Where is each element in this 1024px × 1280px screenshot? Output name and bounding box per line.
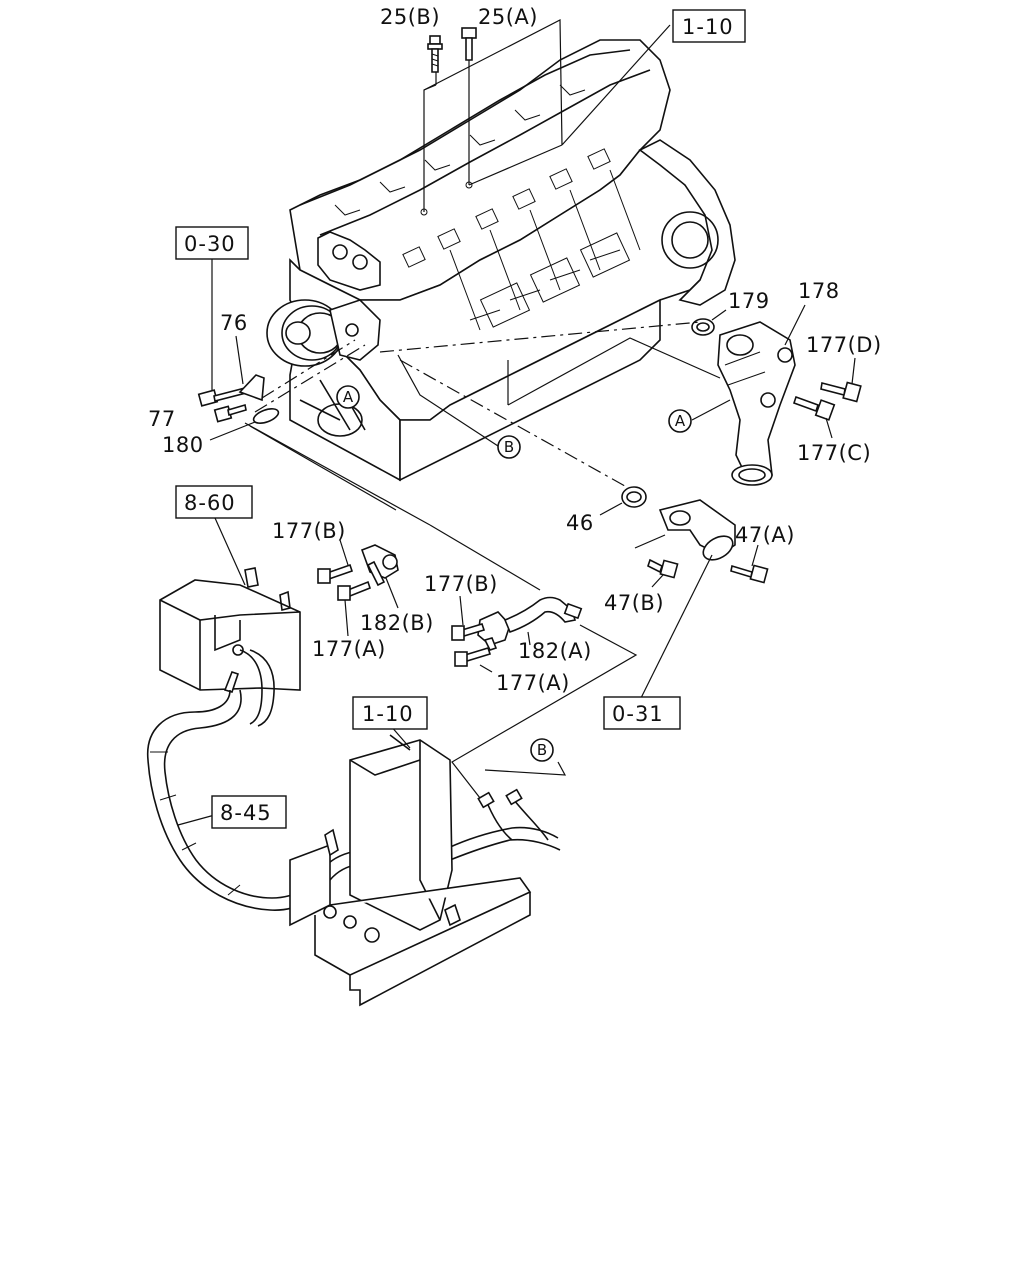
gasket-180 — [252, 408, 280, 424]
bolt-25b — [427, 35, 443, 73]
radiator — [289, 734, 532, 1007]
label-25b: 25(B) — [380, 5, 440, 29]
bolt-177c — [792, 395, 836, 421]
label-180: 180 — [162, 433, 204, 457]
label-47a: 47(A) — [735, 523, 795, 547]
svg-text:A: A — [675, 412, 686, 430]
bracket-76 — [238, 374, 265, 402]
marker-b-engine: B — [497, 435, 521, 459]
bolt-47a — [730, 564, 769, 584]
svg-text:1-10: 1-10 — [362, 702, 414, 726]
label-177b-1: 177(B) — [272, 519, 346, 543]
bolt-177a-1 — [337, 580, 371, 601]
fitting-182b — [360, 544, 399, 587]
svg-text:B: B — [504, 438, 514, 456]
bolt-177b-1 — [317, 563, 354, 584]
ref-8-45[interactable]: 8-45 — [211, 795, 287, 829]
part-labels: 25(B) 25(A) 76 77 180 179 178 177(D) 177… — [148, 5, 882, 695]
o-ring-46 — [621, 486, 647, 508]
svg-text:B: B — [537, 741, 547, 759]
label-182a: 182(A) — [518, 639, 592, 663]
svg-text:0-30: 0-30 — [184, 232, 236, 256]
label-47b: 47(B) — [604, 591, 664, 615]
housing-178 — [717, 321, 796, 486]
label-177a-1: 177(A) — [312, 637, 386, 661]
svg-text:0-31: 0-31 — [612, 702, 664, 726]
label-76: 76 — [220, 311, 248, 335]
reservoir-tank — [159, 567, 301, 693]
bolt-77 — [213, 403, 247, 423]
ref-8-60[interactable]: 8-60 — [175, 485, 253, 519]
bolt-25a — [461, 27, 477, 61]
ref-0-31[interactable]: 0-31 — [603, 696, 681, 730]
marker-b-radiator: B — [530, 738, 554, 762]
svg-text:A: A — [343, 388, 354, 406]
label-77: 77 — [148, 407, 176, 431]
bolt-177a-2 — [454, 647, 492, 667]
pipe-47 — [658, 499, 736, 561]
bolt-177b-2 — [451, 623, 486, 641]
svg-text:8-45: 8-45 — [220, 801, 272, 825]
label-25a: 25(A) — [478, 5, 538, 29]
label-46: 46 — [566, 511, 594, 535]
label-178: 178 — [798, 279, 840, 303]
bolt-76 — [197, 387, 247, 407]
engine-block — [266, 39, 736, 482]
fitting-182a — [477, 596, 583, 651]
svg-text:1-10: 1-10 — [682, 15, 734, 39]
label-177b-2: 177(B) — [424, 572, 498, 596]
marker-a-housing: A — [668, 409, 692, 433]
label-177d: 177(D) — [806, 333, 882, 357]
label-179: 179 — [728, 289, 770, 313]
o-ring-179 — [691, 318, 715, 336]
bolt-177d — [820, 381, 862, 403]
bolt-47b — [647, 558, 679, 579]
ref-1-10-top[interactable]: 1-10 — [672, 9, 746, 43]
ref-1-10-bottom[interactable]: 1-10 — [352, 696, 428, 730]
svg-text:8-60: 8-60 — [184, 491, 236, 515]
label-177a-2: 177(A) — [496, 671, 570, 695]
ref-0-30[interactable]: 0-30 — [175, 226, 249, 260]
label-177c: 177(C) — [797, 441, 871, 465]
marker-a-engine: A — [336, 385, 360, 409]
label-182b: 182(B) — [360, 611, 434, 635]
